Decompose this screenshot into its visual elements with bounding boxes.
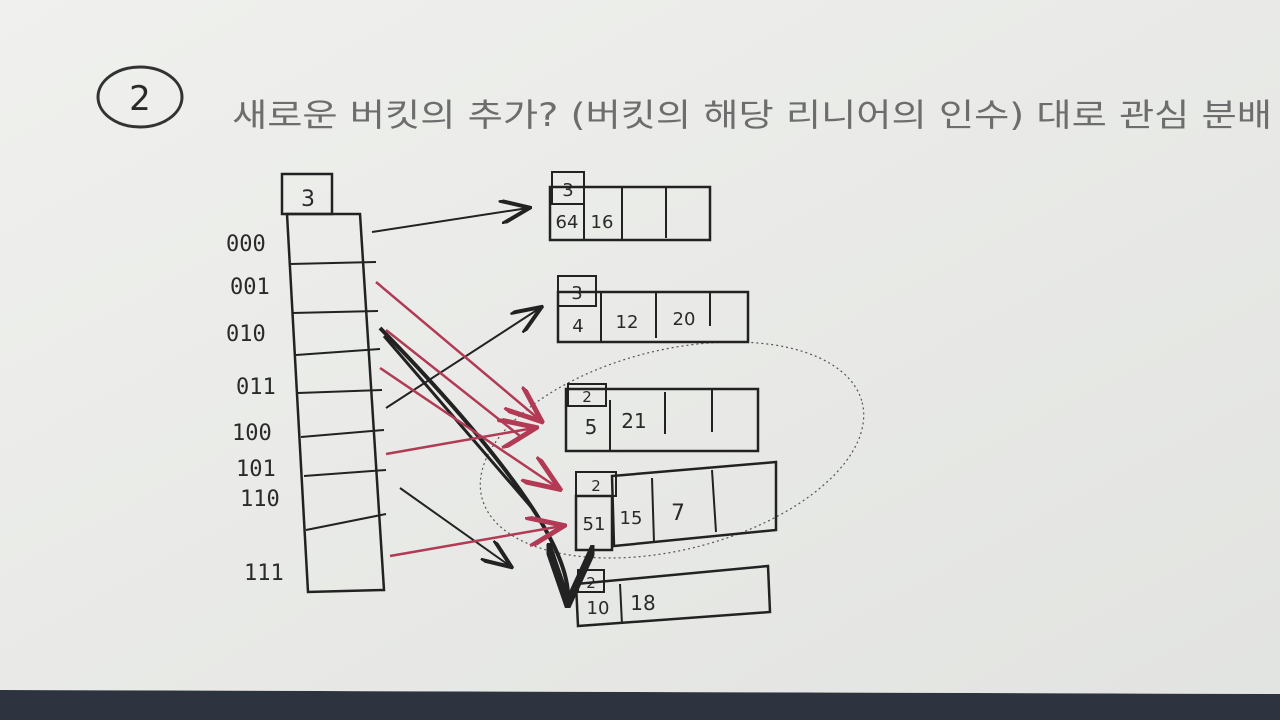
bucket-3-key-1: 5	[585, 415, 598, 439]
dir-label-011: 011	[236, 375, 276, 400]
dir-label-000: 000	[226, 232, 266, 257]
bucket-3-key-2: 21	[621, 409, 646, 433]
note-heading: 새로운 버킷의 추가? (버킷의 해당 리니어의 인수) 대로 관심 분배	[232, 96, 1272, 134]
bucket-4-key-2: 15	[620, 508, 643, 529]
dir-label-001: 001	[230, 275, 270, 300]
bucket-5-key-2: 18	[630, 591, 655, 615]
bucket-1: 3 64 16	[548, 171, 712, 242]
dir-label-010: 010	[226, 322, 266, 347]
red-arrows	[375, 281, 562, 558]
dir-label-111: 111	[244, 561, 284, 586]
bucket-2: 3 4 12 20	[556, 275, 750, 344]
group-ellipse	[479, 341, 865, 559]
bucket-2-key-2: 12	[616, 312, 639, 333]
directory-labels: 000 001 010 011 100 101 110 111	[226, 232, 284, 586]
bucket-2-key-1: 4	[572, 316, 583, 337]
bucket-1-depth: 3	[562, 180, 573, 201]
bucket-1-key-1: 64	[556, 212, 579, 233]
dir-label-101: 101	[236, 457, 276, 482]
bucket-4-depth: 2	[591, 477, 601, 495]
bucket-2-key-3: 20	[673, 309, 696, 330]
bucket-3: 2 5 21	[564, 383, 760, 453]
svg-text:3: 3	[301, 187, 315, 212]
bucket-4-key-3: 7	[671, 501, 685, 526]
note-number: 2	[129, 79, 151, 119]
bucket-4-key-1: 51	[583, 514, 606, 535]
bucket-3-depth: 2	[582, 388, 592, 406]
bucket-2-depth: 3	[571, 283, 582, 304]
dir-label-100: 100	[232, 421, 272, 446]
circled-number: 2	[96, 65, 184, 129]
bucket-1-key-2: 16	[591, 212, 614, 233]
directory-table	[285, 212, 387, 594]
bucket-5-key-1: 10	[587, 598, 610, 619]
dir-label-110: 110	[240, 487, 280, 512]
